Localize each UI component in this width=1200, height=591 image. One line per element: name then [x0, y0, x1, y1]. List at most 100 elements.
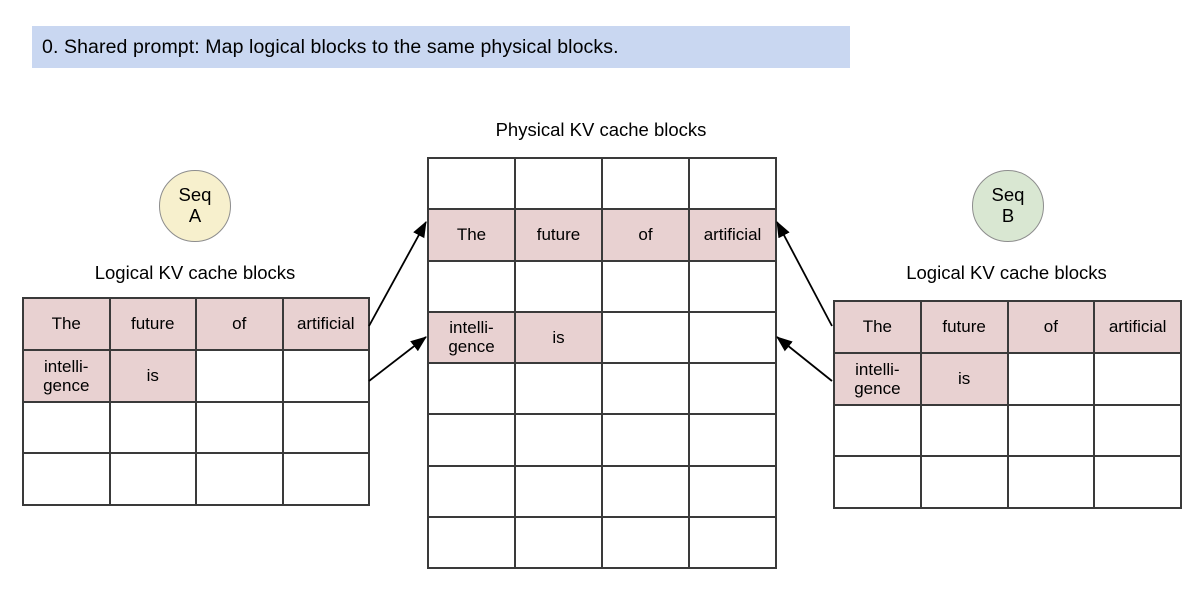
- kv-cell-r3-c4: [283, 402, 370, 455]
- physical-blocks-caption: Physical KV cache blocks: [495, 119, 707, 140]
- kv-cell-r1-c4: [690, 159, 777, 211]
- seq-a-label-line1: Seq: [178, 184, 212, 206]
- kv-cell-r2-c3: of: [603, 210, 690, 262]
- kv-cell-r1-c3: of: [1008, 302, 1096, 354]
- kv-cell-text: artificial: [1108, 317, 1167, 337]
- logical-kv-grid-seq-a: The future of artificial intelli-gence is: [22, 297, 370, 506]
- kv-cell-r3-c4: [1095, 405, 1182, 458]
- kv-cell-r1-c2: [516, 159, 603, 211]
- kv-cell-r2-c2: is: [110, 350, 197, 403]
- kv-cell-r5-c1: [429, 364, 516, 416]
- kv-cell-r1-c2: future: [110, 299, 197, 351]
- kv-cell-r4-c2: [110, 454, 197, 506]
- kv-cell-r4-c2: is: [516, 312, 603, 364]
- kv-cell-r3-c2: [516, 261, 603, 313]
- kv-cell-r2-c4: [283, 350, 370, 403]
- kv-cell-text: The: [456, 225, 487, 245]
- kv-cell-r8-c4: [690, 517, 777, 569]
- physical-kv-grid: The future of artificial intelli-gence is: [427, 157, 777, 569]
- kv-cell-r1-c4: artificial: [283, 299, 370, 351]
- kv-cell-r4-c2: [921, 457, 1009, 509]
- kv-cell-r2-c1: intelli-gence: [835, 353, 922, 406]
- kv-cell-r4-c4: [283, 454, 370, 506]
- kv-cell-r3-c4: [690, 261, 777, 313]
- prompt-banner-text: 0. Shared prompt: Map logical blocks to …: [42, 35, 619, 58]
- kv-cell-text: of: [232, 314, 247, 334]
- kv-cell-text: intelli-gence: [448, 318, 495, 357]
- kv-cell-r3-c1: [24, 402, 111, 455]
- kv-cell-r2-c1: intelli-gence: [24, 350, 111, 403]
- arrow-left-row2-to-physical-row4: [368, 336, 427, 382]
- kv-cell-r4-c1: [835, 457, 922, 509]
- kv-cell-r4-c4: [690, 312, 777, 364]
- logical-blocks-caption-left: Logical KV cache blocks: [94, 262, 296, 283]
- kv-cell-r2-c4: [1095, 353, 1182, 406]
- kv-cell-r4-c1: intelli-gence: [429, 312, 516, 364]
- kv-cell-r7-c3: [603, 466, 690, 518]
- kv-cell-r4-c3: [603, 312, 690, 364]
- seq-a-label-line2: A: [188, 205, 202, 226]
- kv-cell-r7-c2: [516, 466, 603, 518]
- kv-cell-r3-c1: [835, 405, 922, 458]
- kv-cell-text: is: [957, 369, 971, 389]
- kv-cell-r7-c1: [429, 466, 516, 518]
- kv-cell-text: The: [862, 317, 893, 337]
- kv-cell-text: intelli-gence: [854, 359, 901, 398]
- kv-cell-r6-c2: [516, 415, 603, 467]
- kv-cell-r5-c3: [603, 364, 690, 416]
- kv-cell-text: future: [536, 225, 581, 245]
- kv-cell-text: intelli-gence: [43, 356, 90, 395]
- kv-cell-r7-c4: [690, 466, 777, 518]
- seq-a-badge: Seq A: [159, 170, 231, 242]
- prompt-banner: 0. Shared prompt: Map logical blocks to …: [32, 26, 850, 68]
- kv-cell-r3-c1: [429, 261, 516, 313]
- arrow-right-row2-to-physical-row4: [776, 336, 833, 382]
- kv-cell-text: of: [638, 225, 653, 245]
- kv-cell-text: of: [1043, 317, 1058, 337]
- kv-cell-text: artificial: [703, 225, 762, 245]
- kv-cell-text: future: [942, 317, 986, 337]
- kv-cell-text: The: [51, 314, 81, 334]
- seq-b-label-line1: Seq: [991, 184, 1025, 206]
- kv-cell-r2-c3: [1008, 353, 1096, 406]
- kv-cell-r3-c3: [197, 402, 284, 455]
- kv-cell-r8-c2: [516, 517, 603, 569]
- kv-cell-r3-c3: [1008, 405, 1096, 458]
- logical-kv-grid-seq-b: The future of artificial intelli-gence is: [833, 300, 1182, 509]
- kv-cell-r2-c3: [197, 350, 284, 403]
- kv-cell-r1-c1: The: [24, 299, 111, 351]
- kv-cell-r3-c2: [921, 405, 1009, 458]
- seq-b-label-line2: B: [1001, 205, 1015, 226]
- kv-cell-r2-c2: is: [921, 353, 1009, 406]
- kv-cell-r1-c3: of: [197, 299, 284, 351]
- kv-cell-r2-c4: artificial: [690, 210, 777, 262]
- kv-cell-r8-c3: [603, 517, 690, 569]
- kv-cell-r5-c4: [690, 364, 777, 416]
- kv-cell-r1-c1: [429, 159, 516, 211]
- kv-cell-r2-c1: The: [429, 210, 516, 262]
- kv-cell-r6-c4: [690, 415, 777, 467]
- logical-blocks-caption-right: Logical KV cache blocks: [906, 262, 1107, 283]
- seq-b-badge: Seq B: [972, 170, 1044, 242]
- kv-cell-r1-c4: artificial: [1095, 302, 1182, 354]
- kv-cell-r4-c4: [1095, 457, 1182, 509]
- kv-cell-r1-c2: future: [921, 302, 1009, 354]
- kv-cell-r1-c3: [603, 159, 690, 211]
- kv-cell-r6-c1: [429, 415, 516, 467]
- kv-cell-r2-c2: future: [516, 210, 603, 262]
- arrow-right-row1-to-physical-row2: [776, 221, 833, 327]
- kv-cell-r4-c3: [197, 454, 284, 506]
- kv-cell-r4-c1: [24, 454, 111, 506]
- kv-cell-r3-c2: [110, 402, 197, 455]
- kv-cell-text: artificial: [296, 314, 355, 334]
- kv-cell-r5-c2: [516, 364, 603, 416]
- kv-cell-r3-c3: [603, 261, 690, 313]
- kv-cell-text: is: [552, 327, 565, 347]
- kv-cell-r4-c3: [1008, 457, 1096, 509]
- kv-cell-text: future: [131, 314, 175, 334]
- kv-cell-text: is: [146, 366, 159, 386]
- kv-cell-r6-c3: [603, 415, 690, 467]
- arrow-left-row1-to-physical-row2: [368, 221, 427, 327]
- kv-cell-r1-c1: The: [835, 302, 922, 354]
- kv-cell-r8-c1: [429, 517, 516, 569]
